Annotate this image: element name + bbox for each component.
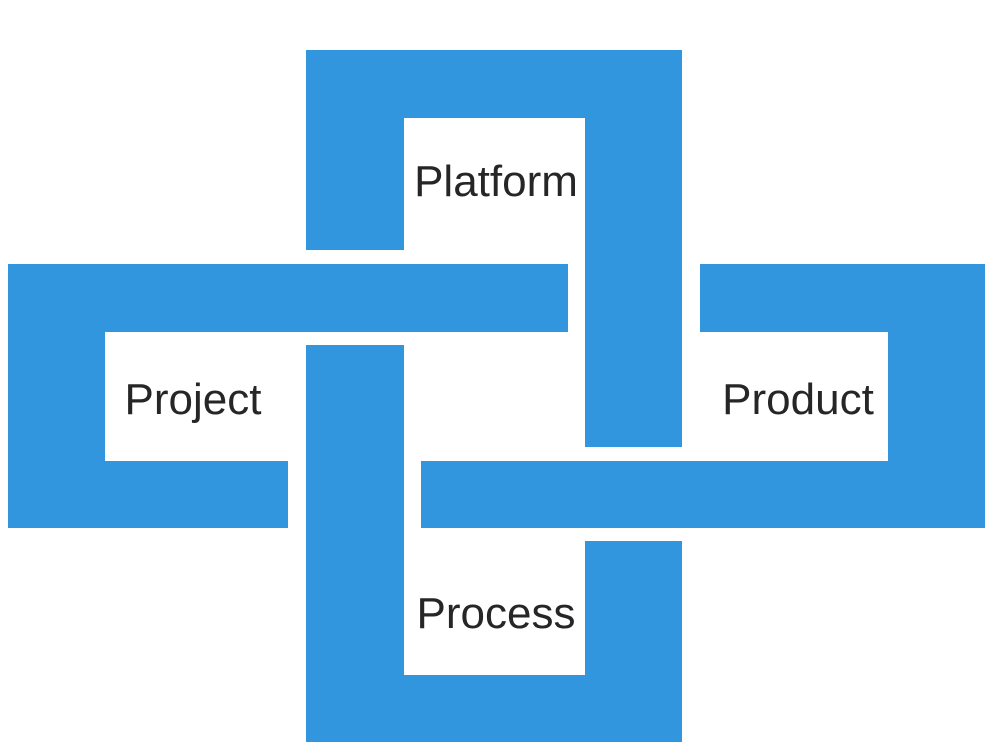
platform-loop-right-arm [585, 50, 682, 447]
platform-loop-left-arm [306, 50, 404, 250]
process-loop-right-arm [585, 541, 682, 742]
project-label: Project [125, 375, 262, 424]
platform-loop [306, 50, 682, 447]
process-label: Process [417, 589, 576, 638]
product-loop [421, 264, 985, 528]
product-label: Product [722, 375, 874, 424]
platform-label: Platform [414, 157, 578, 206]
project-loop-bottom-bar [8, 461, 288, 528]
project-loop [8, 264, 568, 528]
process-loop [306, 345, 682, 742]
product-loop-bottom-bar [421, 461, 985, 528]
